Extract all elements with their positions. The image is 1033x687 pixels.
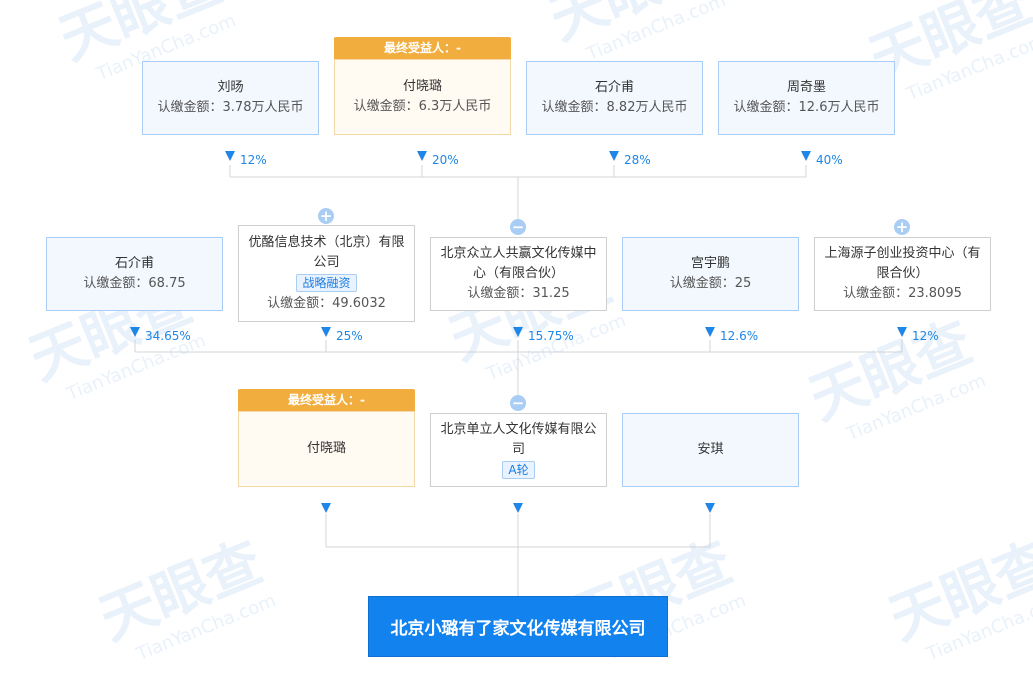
svg-text:TianYanCha.com: TianYanCha.com bbox=[483, 310, 629, 385]
shareholder-node-zhongliren[interactable]: 北京众立人共赢文化传媒中心（有限合伙） 认缴金额：31.25 bbox=[430, 237, 607, 311]
arrow-down-icon bbox=[225, 151, 235, 161]
svg-text:天眼查: 天眼查 bbox=[881, 530, 1033, 653]
node-amount: 认缴金额：8.82万人民币 bbox=[541, 100, 688, 115]
node-name: 安琪 bbox=[697, 442, 724, 457]
target-company-name: 北京小璐有了家文化传媒有限公司 bbox=[390, 619, 646, 639]
svg-text:TianYanCha.com: TianYanCha.com bbox=[843, 370, 989, 445]
node-amount: 认缴金额：49.6032 bbox=[267, 296, 386, 311]
shareholder-node-gong-yupeng[interactable]: 宫宇鹏 认缴金额：25 bbox=[622, 237, 799, 311]
node-name: 上海源子创业投资中心（有限合伙） bbox=[824, 246, 981, 281]
arrow-down-icon bbox=[513, 327, 523, 337]
collapse-minus-icon[interactable]: − bbox=[510, 218, 526, 236]
arrow-down-icon bbox=[897, 327, 907, 337]
ultimate-beneficiary-badge: 最终受益人：- bbox=[238, 389, 415, 417]
target-company-node[interactable]: 北京小璐有了家文化传媒有限公司 bbox=[368, 596, 668, 657]
expand-plus-icon[interactable]: + bbox=[894, 218, 910, 236]
node-amount: 认缴金额：6.3万人民币 bbox=[353, 99, 492, 114]
arrow-down-icon bbox=[609, 151, 619, 161]
node-name: 北京单立人文化传媒有限公司 bbox=[440, 421, 597, 457]
shareholder-node-zhou-qimo[interactable]: 周奇墨 认缴金额：12.6万人民币 bbox=[718, 61, 895, 135]
node-name: 周奇墨 bbox=[786, 80, 826, 95]
share-percentage: 40% bbox=[816, 153, 843, 167]
node-amount: 认缴金额：31.25 bbox=[467, 286, 570, 301]
svg-text:TianYanCha.com: TianYanCha.com bbox=[923, 590, 1033, 665]
funding-tag: 战略融资 bbox=[296, 274, 357, 292]
svg-text:TianYanCha.com: TianYanCha.com bbox=[903, 30, 1033, 105]
svg-text:TianYanCha.com: TianYanCha.com bbox=[133, 590, 279, 665]
node-name: 付晓璐 bbox=[402, 79, 442, 94]
shareholder-node-danliren[interactable]: 北京单立人文化传媒有限公司 A轮 bbox=[430, 413, 607, 487]
node-amount: 认缴金额：3.78万人民币 bbox=[157, 100, 304, 115]
ultimate-beneficiary-badge: 最终受益人：- bbox=[334, 37, 511, 65]
svg-text:天眼查: 天眼查 bbox=[801, 310, 981, 433]
share-percentage: 34.65% bbox=[145, 329, 191, 343]
arrow-down-icon bbox=[705, 503, 715, 513]
share-percentage: 28% bbox=[624, 153, 651, 167]
node-name: 石介甫 bbox=[114, 256, 154, 271]
arrow-down-icon bbox=[130, 327, 140, 337]
shareholder-node-an-qi[interactable]: 安琪 bbox=[622, 413, 799, 487]
share-percentage: 12% bbox=[912, 329, 939, 343]
shareholder-node-liu-yang[interactable]: 刘旸 认缴金额：3.78万人民币 bbox=[142, 61, 319, 135]
expand-plus-icon[interactable]: + bbox=[318, 207, 334, 225]
svg-text:TianYanCha.com: TianYanCha.com bbox=[583, 0, 729, 65]
arrow-down-icon bbox=[321, 503, 331, 513]
share-percentage: 20% bbox=[432, 153, 459, 167]
share-percentage: 12% bbox=[240, 153, 267, 167]
node-amount: 认缴金额：12.6万人民币 bbox=[733, 100, 880, 115]
share-percentage: 15.75% bbox=[528, 329, 574, 343]
node-name: 宫宇鹏 bbox=[690, 256, 730, 271]
collapse-minus-icon[interactable]: − bbox=[510, 394, 526, 412]
node-name: 石介甫 bbox=[594, 80, 634, 95]
arrow-down-icon bbox=[801, 151, 811, 161]
svg-text:天眼查: 天眼查 bbox=[91, 530, 271, 653]
node-amount: 认缴金额：23.8095 bbox=[843, 286, 962, 301]
arrow-down-icon bbox=[417, 151, 427, 161]
arrow-down-icon bbox=[513, 503, 523, 513]
shareholder-node-shi-jiefu-2[interactable]: 石介甫 认缴金额：68.75 bbox=[46, 237, 223, 311]
share-percentage: 25% bbox=[336, 329, 363, 343]
funding-tag: A轮 bbox=[502, 460, 535, 479]
node-name: 北京众立人共赢文化传媒中心（有限合伙） bbox=[440, 246, 597, 281]
share-percentage: 12.6% bbox=[720, 329, 759, 343]
shareholder-node-fu-xiaolu-2[interactable]: 付晓璐 bbox=[238, 411, 415, 487]
node-name: 刘旸 bbox=[217, 80, 244, 95]
shareholder-node-shanghai-yuanzi[interactable]: 上海源子创业投资中心（有限合伙） 认缴金额：23.8095 bbox=[814, 237, 991, 311]
node-amount: 认缴金额：25 bbox=[669, 276, 752, 291]
shareholder-node-fu-xiaolu[interactable]: 付晓璐 认缴金额：6.3万人民币 bbox=[334, 59, 511, 135]
shareholder-node-youku-info[interactable]: 优酪信息技术（北京）有限公司 战略融资 认缴金额：49.6032 bbox=[238, 225, 415, 322]
node-name: 优酪信息技术（北京）有限公司 bbox=[248, 235, 405, 270]
node-amount: 认缴金额：68.75 bbox=[83, 276, 186, 291]
arrow-down-icon bbox=[705, 327, 715, 337]
arrow-down-icon bbox=[321, 327, 331, 337]
svg-text:天眼查: 天眼查 bbox=[541, 0, 721, 53]
shareholder-node-shi-jiefu[interactable]: 石介甫 认缴金额：8.82万人民币 bbox=[526, 61, 703, 135]
node-name: 付晓璐 bbox=[306, 441, 346, 456]
